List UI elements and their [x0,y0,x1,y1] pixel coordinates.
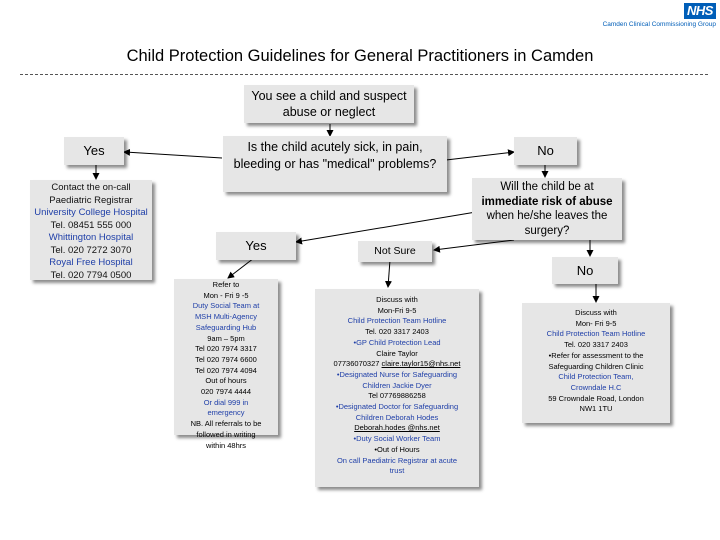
nhs-logo: NHS [684,3,716,19]
discuss-line: •Duty Social Worker Team [353,434,441,444]
no-mid-label: No [576,263,594,278]
page-title: Child Protection Guidelines for General … [126,47,594,65]
discuss-no-box: Discuss with Mon- Fri 9-5 Child Protecti… [522,303,670,423]
refer-line: 020 7974 4444 [200,387,252,397]
contact-line: Contact the on-call [51,182,131,193]
arrow-question2-to-notsure [433,239,515,253]
arrow-question-to-no [445,149,515,161]
yes-top-label: Yes [83,143,105,158]
discuss-no-line: Safeguarding Children Clinic [548,361,644,371]
discuss-line: Child Protection Team Hotline [347,316,447,326]
organisation-name: Camden Clinical Commissioning Group [602,21,716,28]
no-top-box: No [514,137,577,165]
no-top-label: No [537,143,554,158]
arrow-question-to-yes [123,148,223,159]
title-divider [20,74,708,75]
discuss-line: •Out of Hours [374,444,420,454]
contact-hospital-whittington: Whittington Hospital [48,232,134,243]
question-immediate-risk-box: Will the child be at immediate risk of a… [472,178,622,240]
contact-hospital-ucl: University College Hospital [34,207,148,218]
question2-emphasis: immediate risk of abuse [481,195,613,208]
refer-line: 9am – 5pm [207,333,245,343]
gp-lead-email-link[interactable]: claire.taylor15@nhs.net [381,359,461,369]
refer-line: Tel 020 7974 4094 [195,365,257,375]
discuss-line: •Designated Doctor for Safeguarding [335,402,459,412]
discuss-line: Discuss with [376,295,418,304]
discuss-no-line: Tel. 020 3317 2403 [564,340,628,350]
contact-phone: Tel. 020 7272 3070 [50,244,132,256]
discuss-not-sure-box: Discuss with Mon-Fri 9-5 Child Protectio… [315,289,479,487]
question2-line: when he/she leaves the surgery? [486,210,608,237]
gp-lead-phone: 07736070327 [333,359,380,369]
refer-line: Or dial 999 in [203,397,249,407]
start-box: You see a child and suspect abuse or neg… [244,85,414,123]
discuss-no-line: 59 Crowndale Road, London [548,393,644,403]
discuss-no-line: Crowndale H.C [570,382,622,392]
discuss-no-line: •Refer for assessment to the [548,350,644,360]
discuss-no-line: Mon- Fri 9-5 [575,318,617,328]
refer-line: Refer to [212,280,240,289]
not-sure-label: Not Sure [374,245,416,257]
discuss-line: On call Paediatric Registrar at acute [336,455,458,465]
discuss-line: •Designated Nurse for Safeguarding [336,369,458,379]
discuss-no-line: Discuss with [575,308,617,317]
refer-line: followed in writing [196,429,256,439]
discuss-no-line: NW1 1TU [579,404,613,414]
refer-line: Mon - Fri 9 -5 [203,290,249,300]
yes-mid-label: Yes [245,238,267,253]
discuss-line: Tel 07769886258 [368,391,426,401]
refer-line: NB. All referrals to be [190,419,262,429]
contact-hospital-royal-free: Royal Free Hospital [49,257,133,268]
refer-line: Tel 020 7974 6600 [195,354,257,364]
contact-oncall-box: Contact the on-call Paediatric Registrar… [30,180,152,281]
discuss-line: Tel. 020 3317 2403 [365,327,429,337]
refer-line: emergency [207,408,245,418]
not-sure-box: Not Sure [358,241,432,262]
arrow-question2-to-yes [295,211,477,245]
refer-line: Duty Social Team at [192,301,260,311]
refer-line: Safeguarding Hub [195,322,257,332]
start-text: You see a child and suspect abuse or neg… [251,89,407,119]
discuss-line: Mon-Fri 9-5 [377,305,417,315]
discuss-line: Claire Taylor [376,348,418,358]
discuss-line: Children Jackie Dyer [362,380,432,390]
question-acutely-sick-box: Is the child acutely sick, in pain, blee… [223,136,447,192]
discuss-no-line: Child Protection Team Hotline [546,329,646,339]
refer-line: MSH Multi-Agency [194,312,258,322]
refer-line: Tel 020 7974 3317 [195,344,257,354]
discuss-line: Children Deborah Hodes [355,412,439,422]
contact-phone: Tel. 08451 555 000 [50,219,132,231]
designated-doctor-email-link[interactable]: Deborah.hodes @nhs.net [354,423,440,433]
question2-line: Will the child be at [500,181,594,193]
arrow-yes-to-refer [227,257,255,279]
refer-social-team-box: Refer to Mon - Fri 9 -5 Duty Social Team… [174,279,278,450]
discuss-line: •GP Child Protection Lead [353,337,441,347]
contact-line: Paediatric Registrar [49,194,133,206]
discuss-line: trust [389,466,405,476]
no-mid-box: No [552,257,618,284]
yes-mid-box: Yes [216,232,296,260]
contact-phone: Tel. 020 7794 0500 [50,269,132,281]
arrow-notsure-to-discuss [384,259,392,288]
refer-line: within 48hrs [205,440,247,450]
discuss-no-line: Child Protection Team, [558,372,634,382]
yes-top-box: Yes [64,137,124,165]
discuss-line: 07736070327 claire.taylor15@nhs.net [315,359,479,370]
question-acutely-sick-text: Is the child acutely sick, in pain, blee… [233,140,437,171]
refer-line: Out of hours [205,376,247,386]
